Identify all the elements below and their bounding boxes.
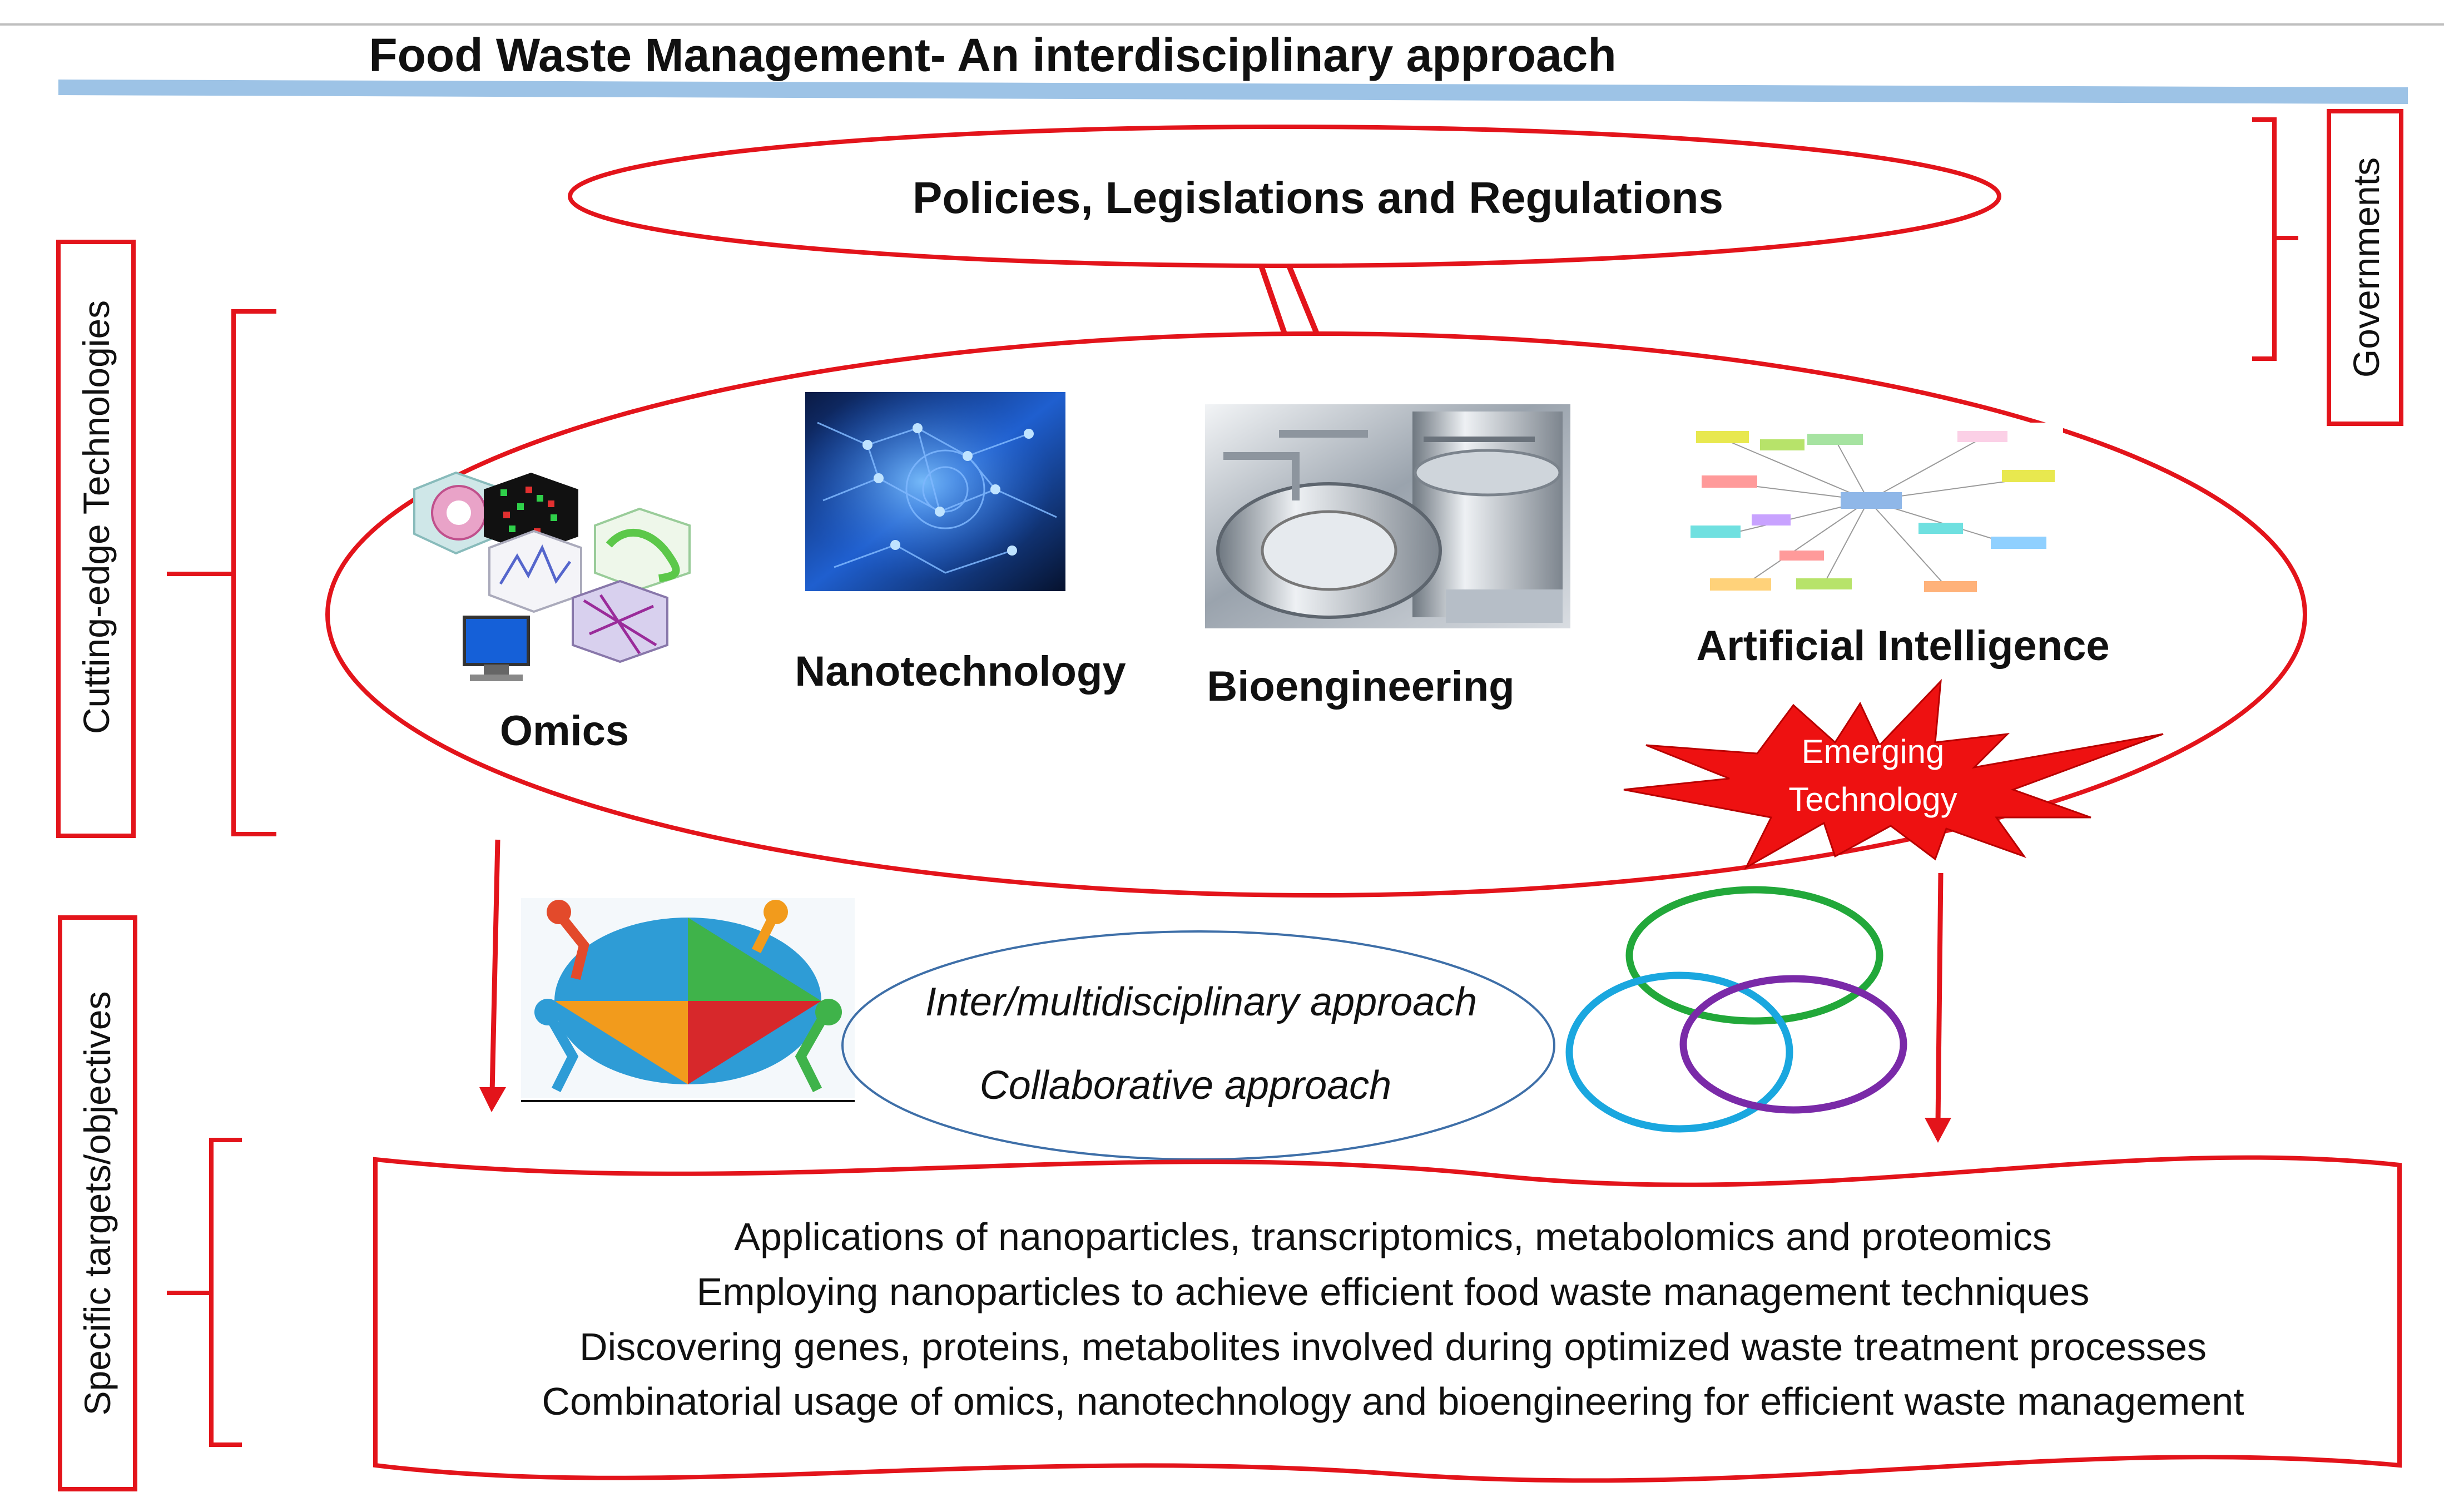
left-down-arrow (479, 839, 506, 1112)
bioengineering-label: Bioengineering (1207, 663, 1514, 710)
title-bar (58, 80, 2408, 104)
bioengineering-image (1205, 404, 1570, 628)
policies-label: Policies, Legislations and Regulations (913, 173, 1723, 222)
omics-image (413, 471, 691, 681)
ai-mindmap-image (1682, 423, 2063, 601)
objective-item: Discovering genes, proteins, metabolites… (579, 1325, 2207, 1369)
technologies-ellipse (325, 331, 2307, 898)
approach-ellipse (841, 930, 1555, 1161)
governments-label: Governments (2346, 157, 2387, 378)
objectives-list: Applications of nanoparticles, transcrip… (542, 1215, 2244, 1423)
targets-bracket (167, 1138, 242, 1447)
objective-item: Applications of nanoparticles, transcrip… (734, 1215, 2051, 1258)
approach-line2: Collaborative approach (980, 1063, 1391, 1108)
page-title: Food Waste Management- An interdisciplin… (369, 29, 1616, 81)
targets-side-label: Specific targets/objectives (77, 991, 118, 1415)
governments-bracket (2252, 117, 2298, 361)
nanotechnology-label: Nanotechnology (795, 648, 1126, 695)
approach-line1: Inter/multidisciplinary approach (925, 980, 1477, 1024)
emerging-line1: Emerging (1802, 733, 1945, 770)
ai-label: Artificial Intelligence (1696, 622, 2109, 670)
venn-circle-cyan (1565, 971, 1793, 1133)
emerging-line2: Technology (1788, 781, 1957, 818)
objective-item: Combinatorial usage of omics, nanotechno… (542, 1380, 2244, 1423)
venn-circle-purple (1679, 975, 1907, 1114)
technologies-side-box (56, 240, 136, 838)
technologies-side-label: Cutting-edge Technologies (76, 300, 117, 734)
venn-circle-green (1625, 886, 1883, 1025)
connector-line-2 (1286, 265, 1320, 335)
objective-item: Employing nanoparticles to achieve effic… (697, 1270, 2090, 1313)
policies-ellipse (568, 125, 2001, 268)
targets-side-box (58, 915, 137, 1491)
connector-line-1 (1258, 265, 1287, 335)
governments-box (2327, 109, 2403, 426)
objectives-box (373, 1155, 2402, 1483)
emerging-starburst (1623, 678, 2164, 870)
puzzle-team-image (521, 898, 855, 1098)
right-down-arrow (1925, 873, 1951, 1143)
omics-label: Omics (500, 707, 629, 755)
technologies-bracket (167, 309, 276, 836)
nanotechnology-image (805, 392, 1065, 591)
